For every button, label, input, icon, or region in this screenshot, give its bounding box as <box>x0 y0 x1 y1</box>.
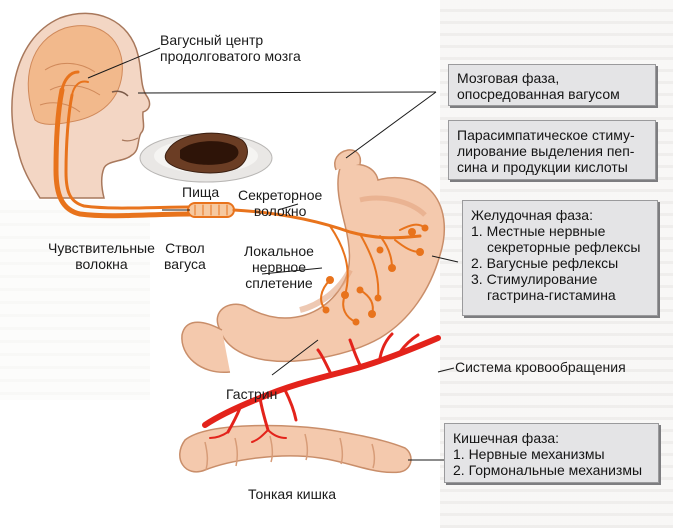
parasympathetic-line-2: лирование выделения пеп- <box>457 143 635 159</box>
small-intestine-label: Тонкая кишка <box>248 486 337 502</box>
brain-phase-box: Мозговая фаза, опосредованная вагусом <box>448 64 656 106</box>
vagus-nerve-pathway <box>53 70 429 326</box>
parasympathetic-line-1: Парасимпатическое стиму- <box>457 127 635 143</box>
gastrin-label: Гастрин <box>226 386 278 402</box>
brain-phase-line-2: опосредованная вагусом <box>457 86 620 102</box>
esophagus <box>334 149 362 171</box>
intestinal-item-1: 1. Нервные механизмы <box>453 446 605 462</box>
eye-icon <box>111 90 129 97</box>
gastric-item-2: 2. Вагусные рефлексы <box>471 255 619 271</box>
gastric-phase-title: Желудочная фаза: <box>471 207 593 223</box>
background-text-texture-left <box>0 200 150 400</box>
vagus-center-label: Вагусный центр продолговатого мозга <box>160 32 301 64</box>
parasympathetic-line-3: сина и продукции кислоты <box>457 159 628 175</box>
secretory-fiber-label: Секреторное волокно <box>238 187 323 219</box>
gastric-item-3-cont: гастрина-гистамина <box>487 287 616 303</box>
gastric-phase-box: Желудочная фаза: 1. Местные нервные секр… <box>462 200 658 316</box>
intestinal-phase-title: Кишечная фаза: <box>453 430 560 446</box>
intestinal-phase-box: Кишечная фаза: 1. Нервные механизмы 2. Г… <box>444 423 659 483</box>
intestinal-item-2: 2. Гормональные механизмы <box>453 462 643 478</box>
leader-lines <box>87 47 459 461</box>
small-intestine-illustration <box>179 424 412 474</box>
stomach-illustration <box>181 149 446 373</box>
gastric-item-1-cont: секреторные рефлексы <box>487 239 641 255</box>
food-label: Пища <box>182 184 220 200</box>
neuron-nodes <box>322 224 429 326</box>
gastric-item-1: 1. Местные нервные <box>471 223 606 239</box>
vagus-trunk-label: Ствол вагуса <box>164 240 206 272</box>
sensory-fibers-label: Чувствительные волокна <box>48 240 155 272</box>
parasympathetic-box: Парасимпатическое стиму- лирование выдел… <box>448 120 656 180</box>
gastric-item-3: 3. Стимулирование <box>471 271 598 287</box>
duodenum <box>181 321 231 373</box>
head-profile <box>11 12 151 199</box>
circulation-label: Система кровообращения <box>455 359 626 375</box>
food-plate-illustration <box>139 132 273 183</box>
blood-vessels <box>202 332 441 443</box>
local-plexus-label: Локальное нервное сплетение <box>244 243 314 291</box>
brain-shape <box>27 25 123 125</box>
brain-phase-line-1: Мозговая фаза, <box>457 70 560 86</box>
